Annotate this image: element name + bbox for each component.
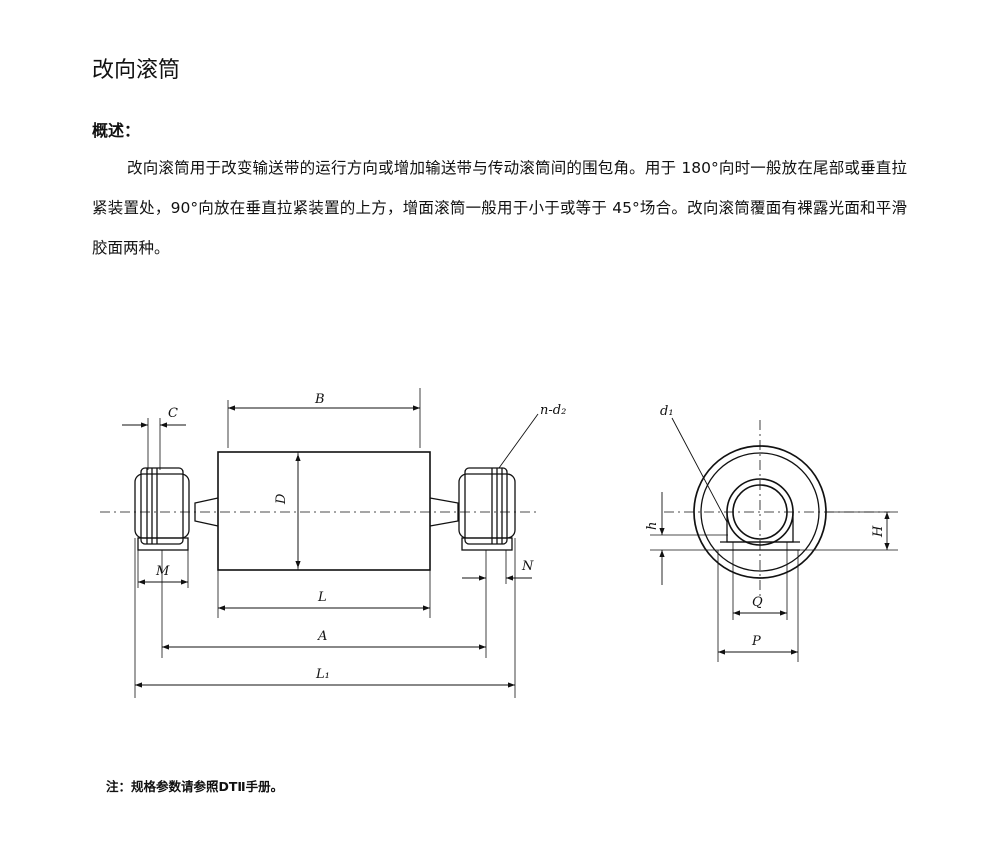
overview-text: 改向滚筒用于改变输送带的运行方向或增加输送带与传动滚筒间的围包角。用于 180°… <box>92 159 907 257</box>
end-view-labels: d₁ h H Q P <box>645 404 886 649</box>
pulley-technical-drawing: B C D M L N A L₁ n-d₂ <box>100 388 898 698</box>
label-l1: L₁ <box>315 667 330 682</box>
side-view <box>100 388 540 698</box>
side-view-labels: B C D M L N A L₁ n-d₂ <box>155 392 566 682</box>
label-H: H <box>871 525 886 538</box>
overview-heading: 概述： <box>92 121 141 140</box>
page-title: 改向滚筒 <box>92 58 181 83</box>
label-d: D <box>274 493 289 505</box>
label-h: h <box>645 522 660 530</box>
left-shaft <box>194 497 219 527</box>
overview-paragraph: 改向滚筒用于改变输送带的运行方向或增加输送带与传动滚筒间的围包角。用于 180°… <box>92 148 907 268</box>
footnote: 注：规格参数请参照DTⅡ手册。 <box>106 779 284 794</box>
left-bearing <box>134 467 190 551</box>
label-c: C <box>168 406 178 421</box>
label-m: M <box>155 564 170 579</box>
label-n: N <box>521 559 534 574</box>
right-shaft <box>429 497 459 527</box>
label-q: Q <box>752 595 763 610</box>
label-p: P <box>751 634 761 649</box>
label-b: B <box>314 392 325 407</box>
end-view <box>650 417 898 662</box>
right-bearing <box>458 467 516 551</box>
label-l: L <box>317 590 327 605</box>
label-a: A <box>317 629 327 644</box>
label-n-d2: n-d₂ <box>540 403 566 418</box>
drum-body <box>217 451 431 571</box>
label-d1: d₁ <box>660 404 674 419</box>
